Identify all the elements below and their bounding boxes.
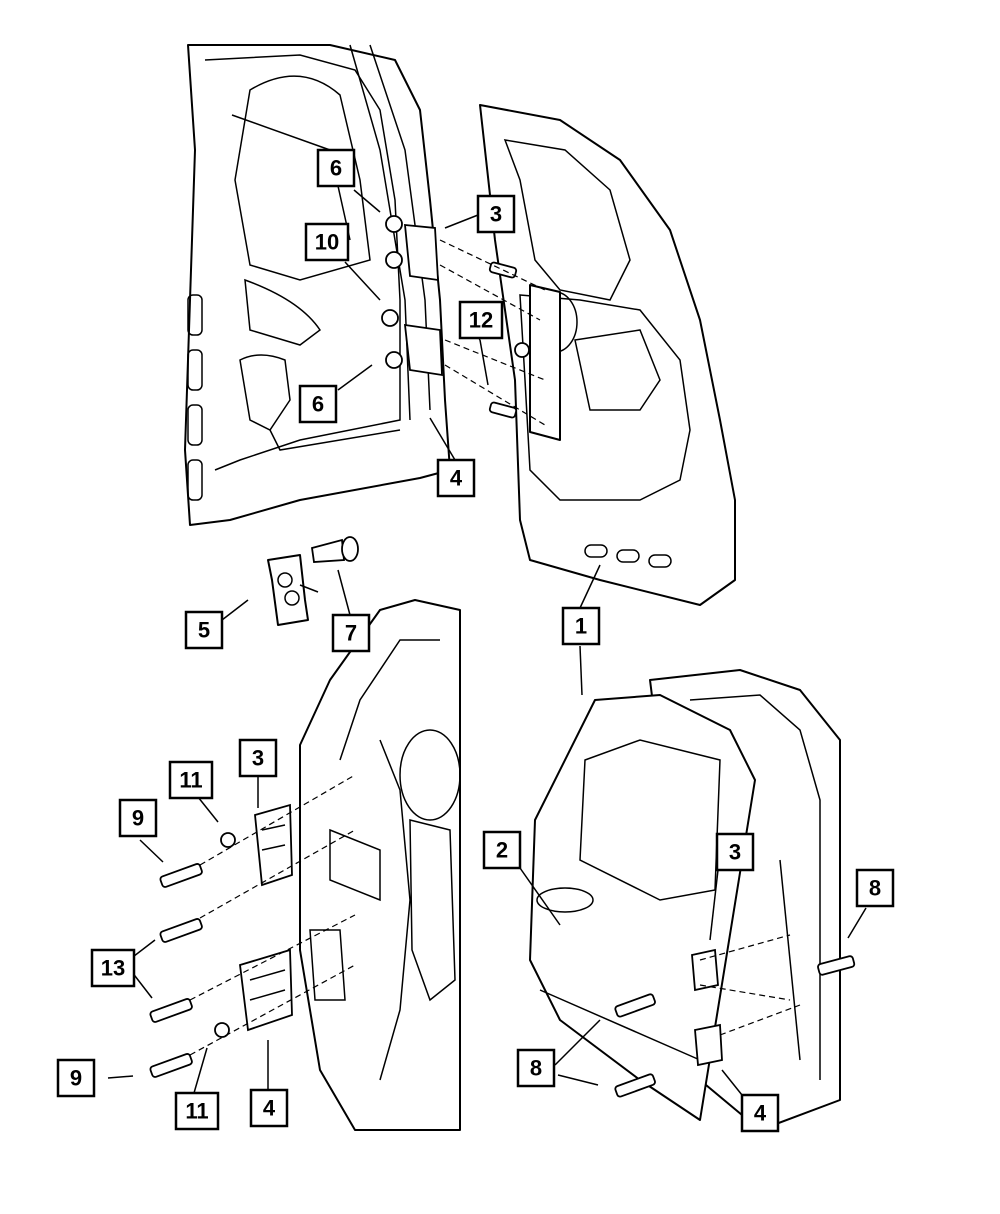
- callout-8-bottom: 8: [516, 1048, 556, 1088]
- callout-13: 13: [90, 948, 136, 988]
- dashed-assembly-lines-closeup: [189, 774, 356, 1056]
- callout-label: 9: [132, 806, 144, 831]
- pillar-closeup-view: [299, 599, 461, 1131]
- upper-hinge-top-view: [385, 215, 439, 282]
- callout-label: 2: [496, 838, 508, 863]
- callout-label: 4: [263, 1096, 276, 1121]
- callout-10: 10: [304, 222, 350, 262]
- callout-label: 6: [312, 392, 324, 417]
- callout-label: 9: [70, 1066, 82, 1091]
- striker-plate: [267, 554, 319, 626]
- rear-door-top-view: [479, 104, 736, 606]
- callout-label: 10: [315, 230, 339, 255]
- callout-11-lower: 11: [174, 1091, 220, 1131]
- callout-label: 8: [530, 1056, 542, 1081]
- rear-door-installed: [529, 694, 756, 1121]
- lower-hinge-closeup: [239, 948, 293, 1032]
- callout-6-lower: 6: [298, 384, 338, 424]
- callout-label: 7: [345, 621, 357, 646]
- callout-4-top: 4: [436, 458, 476, 498]
- callout-9-upper: 9: [118, 798, 158, 838]
- callout-label: 11: [179, 768, 202, 793]
- callout-label: 11: [185, 1099, 208, 1124]
- dashed-assembly-lines-top: [439, 239, 546, 426]
- callout-label: 12: [469, 308, 493, 333]
- callout-6-top: 6: [316, 148, 356, 188]
- striker-bolt: [310, 536, 359, 563]
- callout-1: 1: [561, 606, 601, 646]
- callout-label: 13: [101, 956, 125, 981]
- callout-11-upper: 11: [168, 760, 214, 800]
- callout-8-right: 8: [855, 868, 895, 908]
- callout-4-installed: 4: [740, 1093, 780, 1133]
- callout-label: 8: [869, 876, 881, 901]
- callout-3-top: 3: [476, 194, 516, 234]
- callout-label: 6: [330, 156, 342, 181]
- callout-5: 5: [184, 610, 224, 650]
- callout-7: 7: [331, 613, 371, 653]
- callout-label: 3: [252, 746, 264, 771]
- lower-hinge-top-view: [381, 309, 443, 377]
- callout-label: 4: [754, 1101, 767, 1126]
- leader-lines: [107, 189, 867, 1096]
- callout-label: 4: [450, 466, 463, 491]
- callout-3-closeup: 3: [238, 738, 278, 778]
- callout-label: 5: [198, 618, 210, 643]
- closeup-bolts: [149, 832, 236, 1078]
- dashed-assembly-lines-installed: [699, 934, 801, 1036]
- callout-label: 1: [575, 614, 587, 639]
- upper-hinge-closeup: [254, 803, 293, 887]
- callout-9-lower: 9: [56, 1058, 96, 1098]
- callout-2: 2: [482, 830, 522, 870]
- callout-4-closeup: 4: [249, 1088, 289, 1128]
- cab-interior-view: [184, 44, 451, 526]
- callout-label: 3: [729, 840, 741, 865]
- callout-3-installed: 3: [715, 832, 755, 872]
- installed-hinges: [614, 948, 856, 1098]
- callout-label: 3: [490, 202, 502, 227]
- callout-12: 12: [458, 300, 504, 340]
